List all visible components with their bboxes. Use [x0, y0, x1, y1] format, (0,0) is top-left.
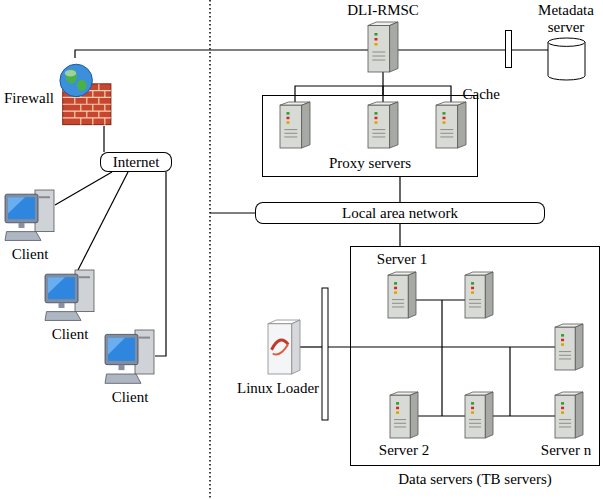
server-icons: [280, 102, 583, 438]
box-node: Proxy servers: [262, 95, 478, 177]
node-label: Client: [112, 389, 149, 406]
node-label: Cache: [463, 86, 500, 103]
proxy-branch: [295, 86, 451, 102]
server-icon: [368, 102, 398, 148]
client-node: Client: [45, 270, 95, 322]
node-label: Internet: [113, 154, 160, 171]
connector: [399, 177, 400, 202]
loader-node: Linux Loader: [268, 320, 300, 374]
loader-icon: [268, 320, 300, 374]
lan-link: [210, 212, 255, 213]
client-icon: [5, 190, 55, 242]
client-node: Client: [5, 190, 55, 242]
box-node: Local area network: [255, 202, 545, 224]
server-icon: [390, 392, 418, 438]
node-label: Server n: [541, 442, 591, 459]
server-icon: [465, 272, 493, 318]
server-icon: [280, 102, 310, 148]
box-node: Internet: [100, 152, 172, 172]
node-label: Data servers (TB servers): [398, 471, 552, 488]
node-label: DLI-RMSC: [347, 2, 419, 19]
node-label: Proxy servers: [329, 155, 411, 172]
connector: [155, 172, 166, 356]
node-label: Server 1: [377, 251, 427, 268]
server-icon: [555, 324, 583, 370]
box-node: Data servers (TB servers)Server 1Server …: [350, 246, 600, 466]
server-icon: [555, 392, 583, 438]
firewall-icon: [56, 58, 112, 126]
node-label: Client: [12, 246, 49, 263]
connector: [398, 49, 505, 50]
server-node: Server 2: [390, 392, 418, 438]
server-icon: [436, 102, 466, 148]
connector: [512, 49, 548, 50]
server-wires: [328, 300, 555, 416]
connector: [103, 126, 104, 152]
connector: [75, 50, 368, 58]
connector: [55, 172, 112, 205]
cyl-node: Metadata server: [548, 38, 585, 80]
loader-link: [300, 346, 322, 347]
node-label: Client: [52, 326, 89, 343]
cyl-icon: [548, 38, 585, 80]
node-label: Metadata server: [533, 2, 599, 36]
client-node: Client: [105, 330, 155, 385]
firewall-node: Firewall: [56, 58, 112, 126]
server-node: Server n: [555, 392, 583, 438]
server-icon: [368, 22, 398, 72]
bar-icon: [505, 30, 512, 68]
server-icon: [388, 272, 416, 318]
node-label: Server 2: [379, 442, 429, 459]
bar-node: Cache: [505, 30, 512, 68]
server-icon: [465, 392, 493, 438]
server-node: DLI-RMSC: [368, 22, 398, 72]
connector: [399, 224, 400, 246]
server-node: Server 1: [388, 272, 416, 318]
connector: [382, 72, 383, 95]
client-icon: [45, 270, 95, 322]
node-label: Local area network: [342, 205, 458, 222]
dotted-separator: [209, 0, 211, 499]
node-label: Firewall: [4, 90, 54, 107]
client-icon: [105, 330, 155, 385]
node-label: Linux Loader: [237, 380, 319, 397]
loader-bus-bar: [322, 288, 328, 420]
connector: [78, 172, 128, 270]
